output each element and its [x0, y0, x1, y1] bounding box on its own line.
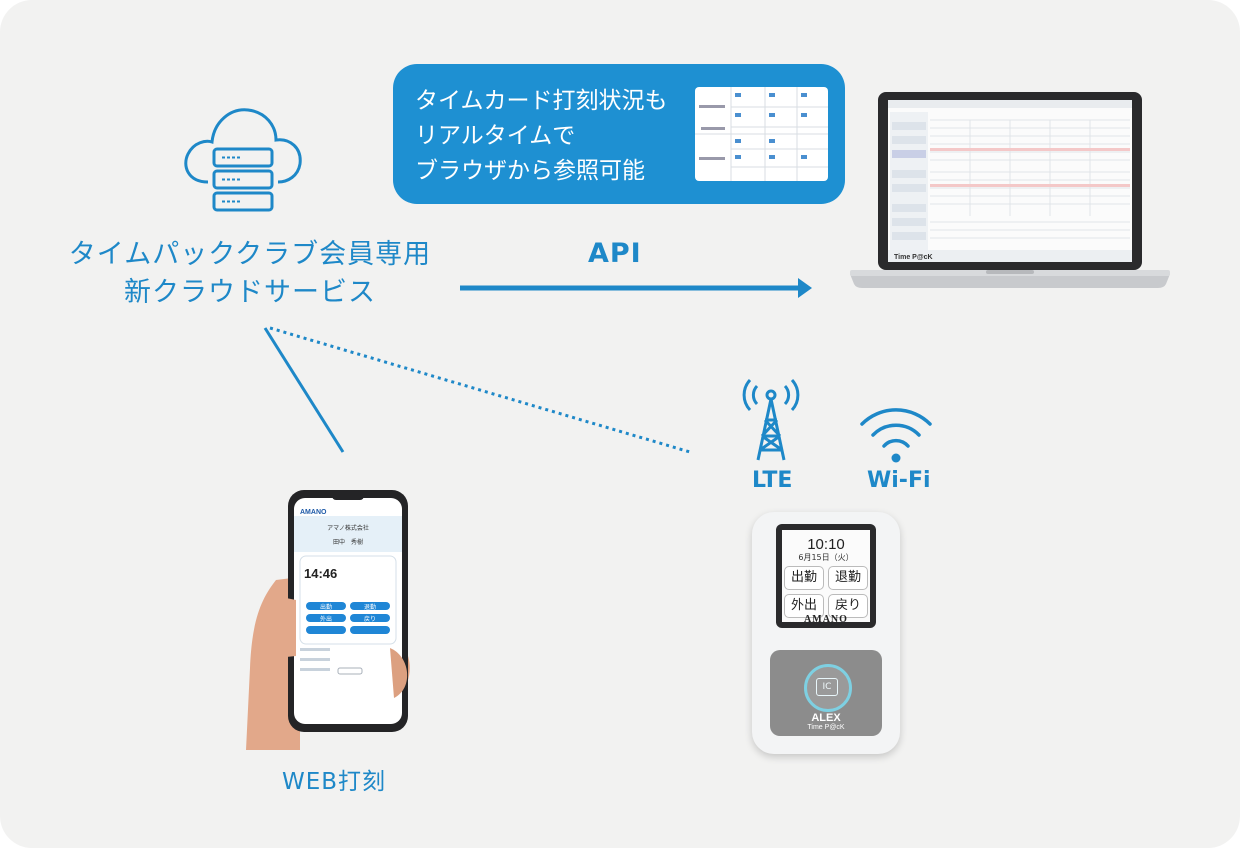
attendance-preview-table — [695, 87, 828, 181]
cloud-server-icon — [184, 108, 302, 212]
device-screen-bezel: 10:10 6月15日（火） 出勤 退勤 外出 戻り — [776, 524, 876, 628]
device-button: 退勤 — [828, 566, 868, 590]
api-arrow-head — [798, 278, 812, 298]
phone-button-label: 外出 — [320, 615, 332, 623]
device-button: 外出 — [784, 594, 824, 618]
api-label: API — [588, 238, 642, 269]
wifi-icon — [860, 408, 932, 463]
ic-label: IC — [816, 678, 838, 696]
lte-label: LTE — [752, 468, 793, 493]
device-time: 10:10 — [807, 536, 845, 553]
service-title: タイムパッククラブ会員専用 新クラウドサービス — [40, 236, 460, 312]
phone-button-label: 出勤 — [320, 603, 332, 611]
phone-button-label: 退勤 — [364, 603, 376, 611]
phone-company: アマノ株式会社 — [327, 524, 369, 532]
wifi-label: Wi-Fi — [867, 468, 931, 493]
service-title-line2: 新クラウドサービス — [124, 277, 376, 308]
device-button: 出勤 — [784, 566, 824, 590]
phone-user: 田中 秀樹 — [333, 538, 363, 546]
web-punch-label: WEB打刻 — [282, 769, 387, 795]
laptop-illustration: Time P@cK — [850, 92, 1170, 288]
web-connector-line — [263, 327, 345, 453]
attendance-preview-graphic — [695, 87, 828, 181]
ic-reader-ring: IC — [804, 664, 852, 712]
smartphone-hand-illustration: AMANO アマノ株式会社 田中 秀樹 14:46 出勤 退勤 外出 戻り — [246, 490, 410, 750]
laptop-footer-brand: Time P@cK — [894, 254, 933, 261]
time-clock-device: 10:10 6月15日（火） 出勤 退勤 外出 戻り AMANO IC ALEX… — [752, 512, 900, 754]
device-button: 戻り — [828, 594, 868, 618]
device-date: 6月15日（火） — [798, 553, 854, 562]
device-model: ALEX — [811, 712, 841, 724]
ic-reader-panel: IC ALEX Time P@cK — [770, 650, 882, 736]
phone-button-label: 戻り — [364, 615, 376, 623]
device-submodel: Time P@cK — [807, 724, 845, 731]
device-brand: AMANO — [804, 614, 848, 625]
callout-box: タイムカード打刻状況も リアルタイムで ブラウザから参照可能 — [393, 64, 845, 204]
phone-brand: AMANO — [300, 509, 327, 516]
callout-text: タイムカード打刻状況も リアルタイムで ブラウザから参照可能 — [415, 88, 668, 184]
service-title-line1: タイムパッククラブ会員専用 — [68, 239, 432, 270]
device-connector-line — [269, 326, 691, 454]
lte-antenna-icon — [742, 378, 800, 461]
device-screen: 10:10 6月15日（火） 出勤 退勤 外出 戻り — [782, 530, 870, 622]
phone-time: 14:46 — [304, 566, 337, 581]
